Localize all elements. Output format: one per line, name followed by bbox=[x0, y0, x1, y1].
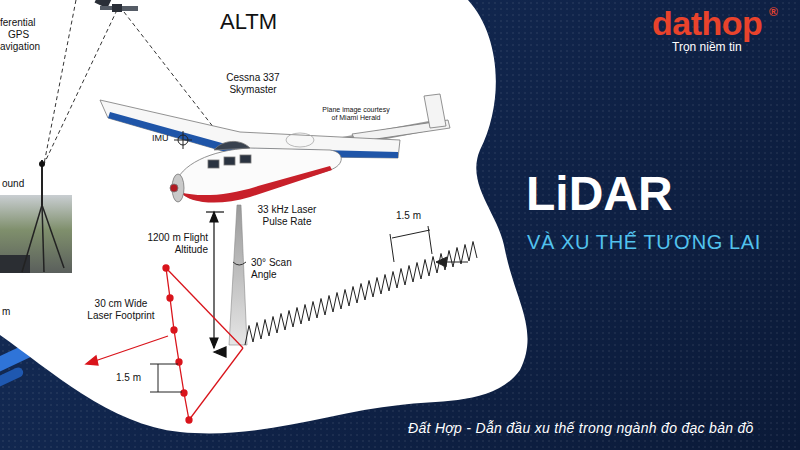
illustration-part bbox=[42, 205, 44, 272]
illustration-part bbox=[166, 268, 243, 348]
laser-beam bbox=[229, 205, 247, 345]
ground-fragment: ound bbox=[2, 178, 24, 190]
scan-pattern bbox=[245, 242, 477, 346]
illustration-part bbox=[181, 390, 187, 396]
illustration-part bbox=[0, 195, 72, 273]
illustration-part bbox=[42, 205, 64, 268]
cut-fragment: m bbox=[2, 306, 10, 318]
illustration-part bbox=[183, 131, 184, 149]
subtitle: VÀ XU THẾ TƯƠNG LAI bbox=[527, 231, 761, 254]
image-credit: Plane image courtesy of Miami Herald bbox=[320, 106, 392, 122]
registered-mark: ® bbox=[769, 6, 778, 20]
gps-fragment: GPS bbox=[8, 29, 29, 41]
illustration-part bbox=[180, 166, 332, 203]
illustration-part bbox=[122, 6, 138, 11]
imu-label: IMU bbox=[152, 133, 169, 143]
scan-angle-arc bbox=[233, 262, 246, 265]
illustration-part bbox=[240, 155, 251, 163]
tagline: Đất Hợp - Dẫn đầu xu thế trong ngành đo … bbox=[408, 420, 754, 436]
illustration-part bbox=[189, 348, 243, 420]
illustration-part bbox=[0, 366, 25, 394]
illustration-part bbox=[447, 262, 468, 263]
illustration-part bbox=[170, 184, 178, 192]
illustration-part bbox=[186, 417, 192, 423]
illustration-part bbox=[210, 212, 218, 222]
scan-angle-label: 30° Scan Angle bbox=[251, 257, 297, 280]
illustration-part bbox=[224, 157, 235, 165]
illustration-part bbox=[150, 392, 182, 393]
dimension-label: 1.5 m bbox=[396, 210, 421, 222]
white-panel bbox=[0, 0, 528, 433]
scan-dimension bbox=[390, 226, 468, 267]
illustration-part bbox=[210, 338, 218, 348]
illustration-part bbox=[86, 356, 98, 365]
illustration-part bbox=[44, 0, 76, 164]
illustration-part bbox=[44, 10, 117, 164]
illustration-part bbox=[39, 161, 45, 167]
gps-fragment: avigation bbox=[0, 41, 40, 53]
airplane bbox=[100, 94, 450, 203]
illustration-part bbox=[167, 295, 173, 301]
illustration-part bbox=[92, 336, 168, 362]
imu-symbol bbox=[174, 131, 192, 149]
illustration-part bbox=[214, 347, 226, 357]
brand-logo: dathop bbox=[652, 4, 762, 43]
gps-satellites bbox=[95, 0, 138, 12]
illustration-part bbox=[171, 327, 177, 333]
illustration-part bbox=[206, 211, 224, 212]
footprint-dimension bbox=[150, 364, 182, 392]
altitude-label: 1200 m Flight Altitude bbox=[138, 232, 208, 255]
laser-footprint bbox=[86, 265, 243, 423]
footprint-label: 30 cm Wide Laser Footprint bbox=[84, 298, 158, 321]
altitude-arrow bbox=[206, 212, 226, 357]
illustration-part bbox=[150, 364, 178, 365]
diagram-heading: ALTM bbox=[220, 9, 277, 34]
illustration-part bbox=[163, 265, 169, 271]
plane-name: Cessna 337 Skymaster bbox=[220, 72, 286, 95]
illustration-part bbox=[424, 94, 446, 128]
ground-station-photo bbox=[0, 160, 72, 273]
pulse-rate-label: 33 kHz Laser Pulse Rate bbox=[248, 204, 326, 227]
illustration-part bbox=[208, 160, 219, 168]
gps-fragment: ferential bbox=[0, 17, 36, 29]
brand-slogan: Trọn niềm tin bbox=[672, 41, 742, 55]
illustration-part bbox=[286, 133, 314, 147]
illustration-part bbox=[436, 257, 447, 267]
dimension-label: 1.5 m bbox=[116, 372, 141, 384]
illustration-part bbox=[158, 364, 159, 392]
illustration-part bbox=[214, 141, 250, 150]
illustration-part bbox=[213, 212, 214, 348]
illustration-part bbox=[392, 230, 430, 238]
illustration-part bbox=[100, 6, 112, 10]
main-title: LiDAR bbox=[526, 170, 673, 218]
illustration-part bbox=[166, 268, 189, 420]
illustration-part bbox=[22, 205, 42, 272]
